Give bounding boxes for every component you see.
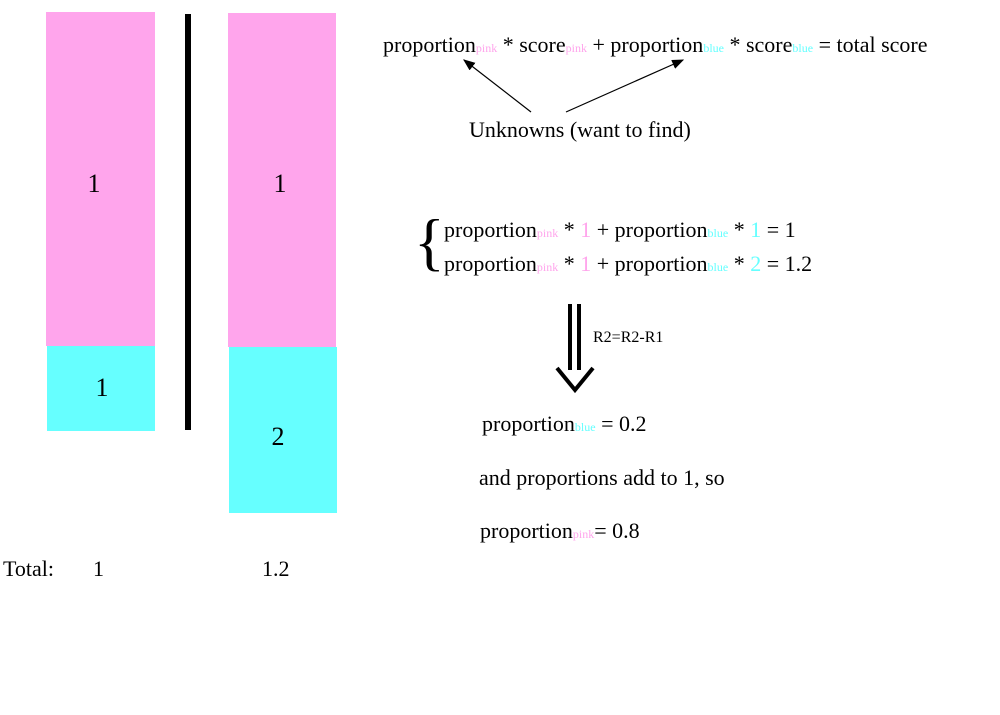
formula-blue-subscript-2: blue — [792, 41, 814, 55]
formula-times-2: * — [729, 32, 741, 57]
formula-pink-subscript-2: pink — [565, 41, 587, 55]
result-pink-subscript: pink — [572, 527, 595, 541]
row1-result: = 1 — [766, 217, 796, 242]
left-bar-pink-segment — [46, 12, 155, 346]
row1-times-1: * — [563, 217, 575, 242]
result-blue-subscript: blue — [574, 420, 596, 434]
result-blue-proportion-word: proportion — [482, 411, 575, 436]
formula-proportion-word: proportion — [383, 32, 476, 57]
right-bar-pink-segment — [228, 13, 336, 347]
result-pink-value: = 0.8 — [594, 518, 640, 543]
result-pink-proportion-word: proportion — [480, 518, 573, 543]
system-brace: { — [414, 206, 445, 277]
formula-proportion-word-2: proportion — [610, 32, 704, 57]
right-bar-blue-segment — [229, 347, 337, 513]
right-bar-blue-value: 2 — [271, 422, 285, 451]
result-proportion-pink: proportionpink= 0.8 — [480, 520, 640, 542]
formula-score-word: score — [519, 32, 566, 57]
formula-pink-subscript: pink — [475, 41, 498, 55]
arrow-to-proportion-blue — [565, 59, 685, 113]
row1-proportion: proportion — [444, 217, 537, 242]
arrow-to-proportion-pink — [463, 59, 532, 113]
right-bar-pink-value: 1 — [273, 169, 287, 198]
formula-times-1: * — [502, 32, 514, 57]
row2-times-2: * — [733, 251, 745, 276]
left-bar-blue-segment — [47, 346, 155, 431]
formula-blue-subscript: blue — [703, 41, 724, 55]
row2-blue-coef: 2 — [750, 251, 762, 276]
general-formula: proportionpink * scorepink + proportionb… — [383, 34, 928, 56]
result-proportion-blue: proportionblue = 0.2 — [482, 413, 646, 435]
row1-pink-subscript: pink — [536, 226, 559, 240]
system-row-1: proportionpink * 1 + proportionblue * 1 … — [444, 219, 796, 241]
row1-proportion-2: proportion — [614, 217, 708, 242]
vertical-divider — [185, 14, 191, 430]
row2-pink-subscript: pink — [536, 260, 559, 274]
left-bar-blue-value: 1 — [95, 373, 109, 402]
result-blue-value: = 0.2 — [601, 411, 647, 436]
row2-proportion-2: proportion — [614, 251, 708, 276]
row2-pink-coef: 1 — [580, 251, 592, 276]
formula-score-word-2: score — [745, 32, 793, 57]
row2-times-1: * — [563, 251, 575, 276]
system-row-2: proportionpink * 1 + proportionblue * 2 … — [444, 253, 812, 275]
row1-plus: + — [596, 217, 610, 242]
row-operation-label: R2=R2-R1 — [593, 329, 664, 346]
row2-proportion: proportion — [444, 251, 537, 276]
row1-times-2: * — [733, 217, 745, 242]
formula-plus: + — [592, 32, 605, 57]
row2-plus: + — [596, 251, 610, 276]
row1-blue-coef: 1 — [750, 217, 762, 242]
total-right: 1.2 — [262, 556, 290, 581]
unknowns-label: Unknowns (want to find) — [469, 117, 691, 142]
result-note: and proportions add to 1, so — [479, 465, 725, 490]
total-left: 1 — [93, 556, 104, 581]
row1-blue-subscript: blue — [707, 226, 729, 240]
formula-equals-total: = total score — [818, 32, 928, 57]
row2-result: = 1.2 — [766, 251, 813, 276]
left-bar-pink-value: 1 — [87, 169, 101, 198]
row2-blue-subscript: blue — [707, 260, 729, 274]
row1-pink-coef: 1 — [580, 217, 592, 242]
totals-label: Total: — [3, 556, 55, 581]
